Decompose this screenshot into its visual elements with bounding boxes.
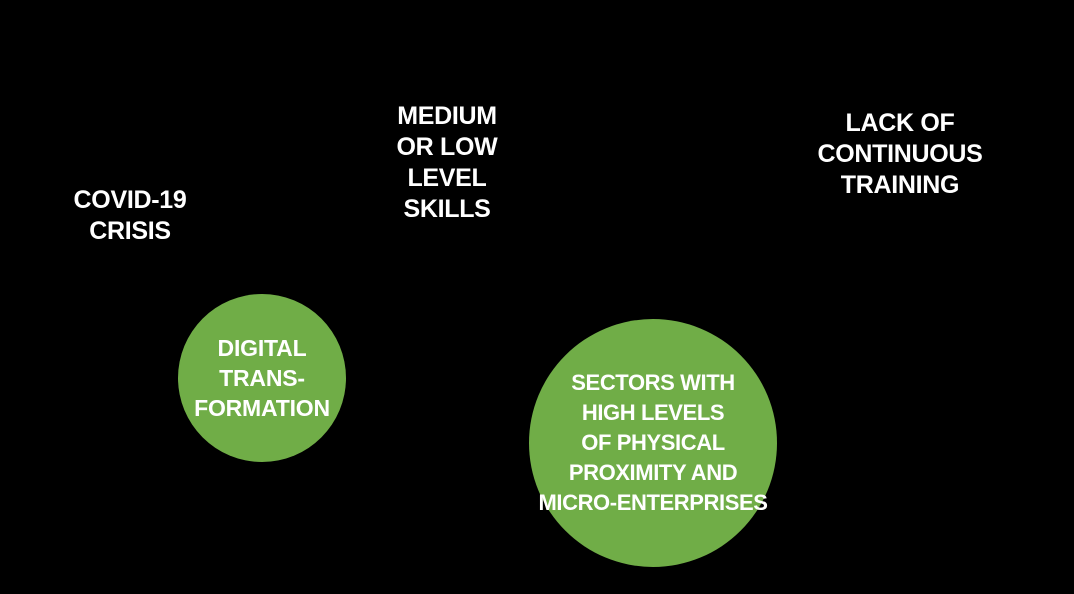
label-line: CONTINUOUS — [817, 140, 983, 168]
circle-text-line: HIGH LEVELS — [581, 400, 725, 425]
medium-low-skills-label: MEDIUM OR LOW LEVEL SKILLS — [397, 101, 498, 225]
label-line: CRISIS — [89, 217, 171, 245]
circle-text-line: FORMATION — [194, 395, 330, 421]
label-line: LEVEL — [407, 164, 487, 192]
label-line: OR LOW — [396, 133, 498, 161]
lack-of-training-label: LACK OF CONTINUOUS TRAINING — [817, 108, 982, 201]
circle-text-line: OF PHYSICAL — [581, 430, 725, 455]
label-line: MEDIUM — [397, 102, 497, 130]
sectors-high-proximity-circle: SECTORS WITH HIGH LEVELS OF PHYSICAL PRO… — [529, 319, 777, 567]
label-line: COVID-19 — [73, 186, 187, 214]
digital-transformation-circle: DIGITAL TRANS- FORMATION — [178, 294, 346, 462]
label-line: SKILLS — [403, 195, 491, 223]
covid-crisis-label: COVID-19 CRISIS — [74, 185, 187, 247]
circle-text-line: MICRO-ENTERPRISES — [538, 490, 768, 515]
circle-text-line: SECTORS WITH — [571, 370, 735, 395]
circle-text-line: PROXIMITY AND — [568, 460, 738, 485]
circle-text-line: DIGITAL — [217, 335, 307, 361]
circle-text-line: TRANS- — [219, 365, 305, 391]
label-line: LACK OF — [845, 109, 955, 137]
label-line: TRAINING — [840, 171, 960, 199]
